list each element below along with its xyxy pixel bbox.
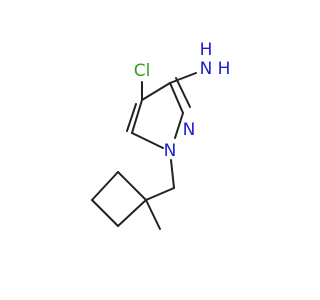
bond-c4-c5 — [131, 99, 143, 134]
bond-cq-ring-top — [117, 171, 147, 201]
bond-c5-n1 — [131, 132, 164, 149]
atom-label-amine-hydrogen-right: H — [218, 59, 231, 79]
bond-c3-c4 — [141, 82, 171, 101]
bond-ring-bottom-cq — [117, 199, 147, 227]
atom-label-amine-hydrogen-top: H — [200, 40, 213, 60]
bond-ch2-cq — [145, 187, 175, 201]
atom-label-amine-nitrogen: N — [200, 59, 213, 79]
molecule-structure-diagram: Cl N H H N N — [91, 40, 231, 230]
bond-n2-c3-double — [175, 77, 191, 108]
bond-ring-left-top — [91, 171, 119, 201]
bond-c3-amine — [169, 72, 197, 84]
bond-n1-ch2 — [170, 159, 175, 189]
atom-label-chlorine: Cl — [134, 61, 151, 81]
bond-cq-methyl — [145, 199, 161, 230]
bond-n2-c3 — [169, 82, 184, 114]
atom-label-ring-nitrogen-n2: N — [183, 120, 196, 140]
atom-label-ring-nitrogen-n1: N — [164, 141, 177, 161]
bond-c4-c5-double — [126, 103, 137, 132]
bond-ring-left-bottom — [91, 199, 119, 227]
bond-n1-n2 — [174, 112, 184, 139]
